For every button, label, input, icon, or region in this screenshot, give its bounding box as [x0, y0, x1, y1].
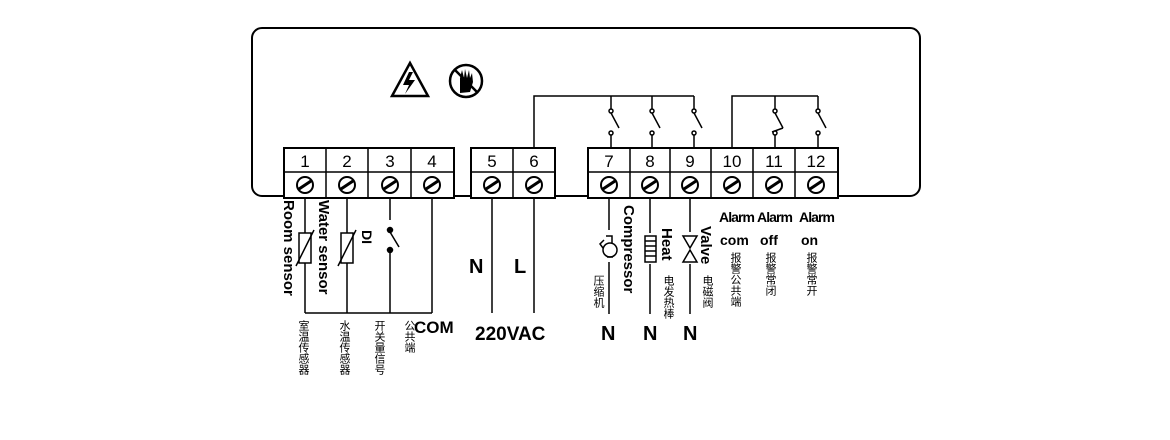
alarm-off-label-1: Alarm	[757, 209, 793, 225]
water-sensor-thermistor-icon	[337, 229, 357, 267]
terminal-number-4: 4	[427, 152, 436, 171]
controller-body	[251, 27, 921, 197]
terminal-number-2: 2	[342, 152, 351, 171]
alarm-on-cn-label: 报警常开	[805, 252, 818, 296]
valve-icon	[681, 235, 699, 263]
terminal-block-5-6	[470, 147, 556, 199]
alarm-on-label-1: Alarm	[799, 209, 835, 225]
terminal-screw-4	[423, 176, 441, 194]
terminal-number-1: 1	[300, 152, 309, 171]
terminal-screw-5	[483, 176, 501, 194]
compressor-icon	[599, 235, 618, 258]
di-switch-icon	[386, 220, 400, 254]
terminal-number-12: 12	[807, 152, 826, 171]
terminal-screw-2	[338, 176, 356, 194]
terminal-screw-1	[296, 176, 314, 194]
terminal-number-10: 10	[723, 152, 742, 171]
terminal-screw-7	[600, 176, 618, 194]
alarm-on-label-2: on	[801, 232, 818, 248]
terminal-number-3: 3	[385, 152, 394, 171]
terminal-number-11: 11	[765, 152, 783, 171]
water-sensor-label: Water sensor	[315, 200, 332, 295]
room-sensor-thermistor-icon	[295, 229, 315, 267]
alarm-off-cn-label: 报警常闭	[764, 252, 777, 296]
no-touch-icon	[448, 63, 484, 99]
terminal-number-8: 8	[645, 152, 654, 171]
compressor-neutral-label: N	[601, 323, 615, 345]
alarm-com-label-1: Alarm	[719, 209, 755, 225]
heat-label: Heat	[658, 228, 675, 261]
live-label: L	[514, 256, 526, 278]
valve-cn-label: 电磁阀	[701, 275, 714, 308]
terminal-screw-8	[641, 176, 659, 194]
room-sensor-label: Room sensor	[280, 200, 297, 296]
com-cn-label: 公共端	[403, 320, 416, 353]
di-cn-label: 开关量信号	[373, 320, 386, 375]
com-label: COM	[414, 318, 454, 337]
terminal-screw-12	[807, 176, 825, 194]
terminal-number-7: 7	[604, 152, 613, 171]
heat-neutral-label: N	[643, 323, 657, 345]
terminal-screw-3	[381, 176, 399, 194]
terminal-number-6: 6	[529, 152, 538, 171]
alarm-relay	[731, 95, 827, 148]
load-wiring	[608, 198, 691, 314]
terminal-screw-6	[525, 176, 543, 194]
alarm-off-label-2: off	[760, 232, 778, 248]
supply-voltage-label: 220VAC	[475, 324, 546, 345]
power-wiring	[491, 198, 535, 313]
terminal-screw-11	[765, 176, 783, 194]
terminal-screws	[296, 176, 825, 194]
terminal-screw-10	[723, 176, 741, 194]
heater-icon	[644, 235, 657, 263]
alarm-com-cn-label: 报警公共端	[729, 252, 742, 307]
compressor-cn-label: 压缩机	[592, 275, 605, 308]
valve-label: Valve	[697, 226, 714, 264]
alarm-com-label-2: com	[720, 232, 749, 248]
neutral-label: N	[469, 256, 483, 278]
water-sensor-cn-label: 水温传感器	[338, 320, 351, 375]
di-label: DI	[359, 230, 375, 244]
valve-neutral-label: N	[683, 323, 697, 345]
room-sensor-cn-label: 室温传感器	[297, 320, 310, 375]
relay-bus-7-9	[533, 95, 703, 148]
high-voltage-warning-icon	[389, 60, 431, 98]
terminal-number-9: 9	[685, 152, 694, 171]
heat-cn-label: 电发热棒	[662, 275, 675, 319]
terminal-block-7-12	[587, 147, 839, 199]
terminal-screw-9	[681, 176, 699, 194]
terminal-number-5: 5	[487, 152, 496, 171]
compressor-label: Compressor	[620, 205, 637, 294]
